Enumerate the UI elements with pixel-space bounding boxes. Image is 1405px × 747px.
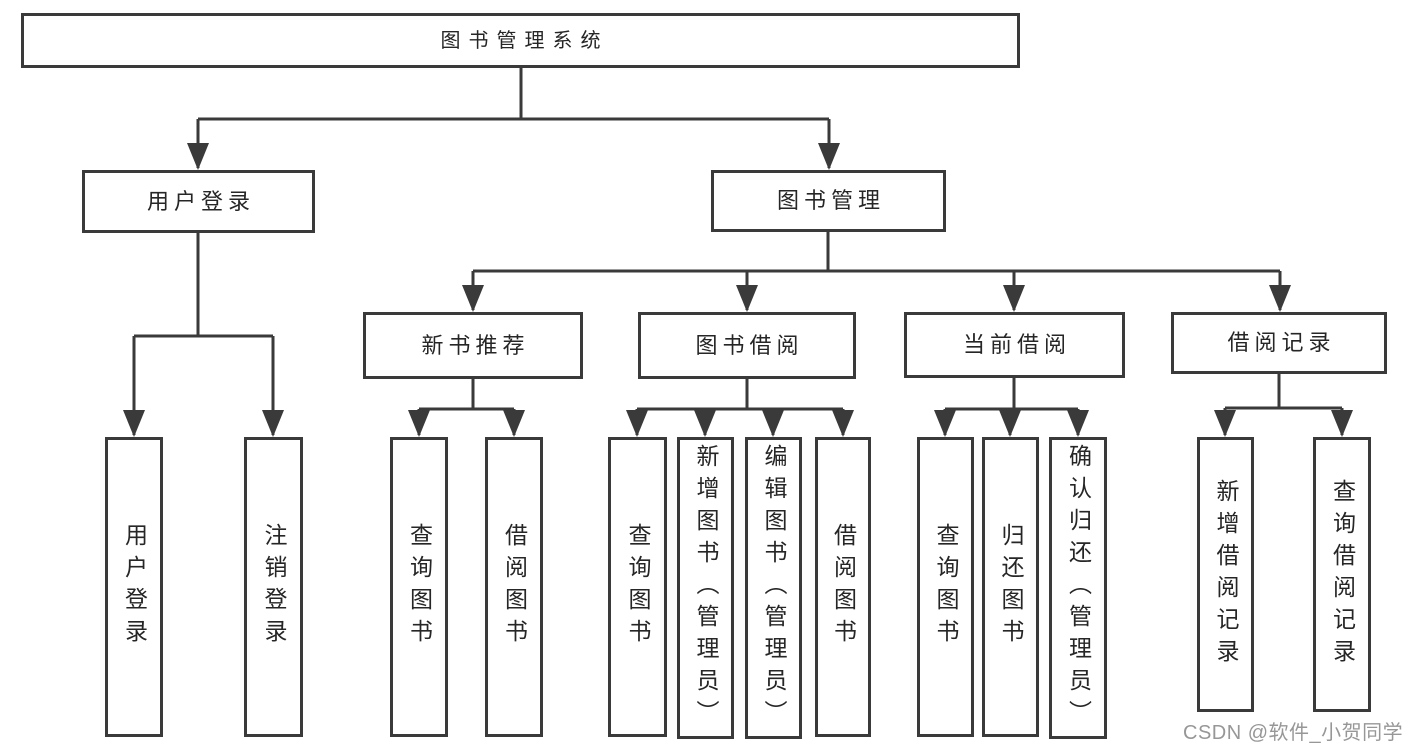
leaf-borrow-edit-books-admin: 编辑图书（管理员） [745,437,802,739]
node-root: 图书管理系统 [21,13,1020,68]
leaf-user-login: 用户登录 [105,437,163,737]
node-current-borrow: 当前借阅 [904,312,1125,378]
leaf-records-add-record-label: 新增借阅记录 [1213,478,1239,671]
node-borrow-records-label: 借阅记录 [1227,330,1336,355]
arrowheads [123,143,1353,437]
leaf-newbooks-query-books: 查询图书 [390,437,448,737]
leaf-borrow-edit-books-admin-label: 编辑图书（管理员） [761,444,787,732]
node-book-management: 图书管理 [711,170,946,232]
leaf-borrow-query-books: 查询图书 [608,437,667,737]
node-new-book-recommend-label: 新书推荐 [421,332,530,358]
node-new-book-recommend: 新书推荐 [363,312,583,379]
node-borrow-records: 借阅记录 [1171,312,1387,374]
leaf-current-confirm-return-admin: 确认归还（管理员） [1049,437,1107,739]
leaf-logout: 注销登录 [244,437,303,737]
node-user-login: 用户登录 [82,170,315,233]
node-current-borrow-label: 当前借阅 [962,332,1071,357]
leaf-current-return-books: 归还图书 [982,437,1039,737]
leaf-current-query-books-label: 查询图书 [933,523,959,651]
leaf-borrow-borrow-books: 借阅图书 [815,437,871,737]
leaf-current-confirm-return-admin-label: 确认归还（管理员） [1065,444,1092,732]
leaf-records-query-record-label: 查询借阅记录 [1329,478,1356,671]
node-book-borrow-label: 图书借阅 [695,332,804,358]
node-book-borrow: 图书借阅 [638,312,856,379]
leaf-borrow-add-books-admin-label: 新增图书（管理员） [693,444,719,732]
leaf-newbooks-borrow-books-label: 借阅图书 [501,523,528,651]
node-book-management-label: 图书管理 [776,188,885,213]
leaf-borrow-query-books-label: 查询图书 [625,523,651,651]
csdn-watermark: CSDN @软件_小贺同学 [1183,722,1404,744]
leaf-borrow-borrow-books-label: 借阅图书 [830,523,857,651]
leaf-newbooks-borrow-books: 借阅图书 [485,437,543,737]
leaf-logout-label: 注销登录 [261,523,287,651]
leaf-records-query-record: 查询借阅记录 [1313,437,1371,712]
leaf-newbooks-query-books-label: 查询图书 [406,523,433,651]
node-root-label: 图书管理系统 [440,29,609,52]
leaf-current-query-books: 查询图书 [917,437,974,737]
node-user-login-label: 用户登录 [146,188,255,214]
leaf-user-login-label: 用户登录 [121,523,148,651]
leaf-current-return-books-label: 归还图书 [998,523,1024,651]
leaf-borrow-add-books-admin: 新增图书（管理员） [677,437,734,739]
leaf-records-add-record: 新增借阅记录 [1197,437,1254,712]
